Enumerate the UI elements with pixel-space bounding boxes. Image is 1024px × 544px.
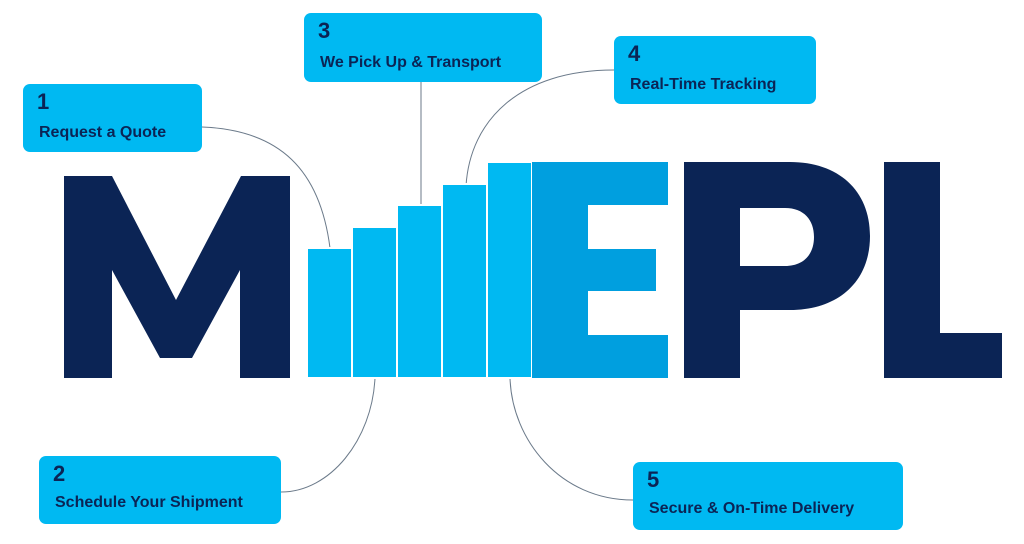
logo-bar-5 xyxy=(486,161,533,379)
step-3-box: 3 We Pick Up & Transport xyxy=(304,13,542,82)
step-number: 4 xyxy=(628,41,641,66)
logo-bar-2 xyxy=(351,226,398,379)
logo-letter-p xyxy=(684,162,870,378)
step-number: 5 xyxy=(647,467,660,492)
connector-lines xyxy=(201,69,634,501)
connector-step-5 xyxy=(509,377,634,501)
step-number: 2 xyxy=(53,461,66,486)
step-label: Request a Quote xyxy=(39,124,167,141)
logo-bar-3 xyxy=(396,204,443,379)
step-label: We Pick Up & Transport xyxy=(320,54,502,71)
step-2-box: 2 Schedule Your Shipment xyxy=(39,456,281,524)
connector-step-4 xyxy=(465,69,615,187)
logo-bar-1 xyxy=(306,247,353,379)
step-number: 3 xyxy=(318,18,331,43)
logo-letter-m xyxy=(64,176,290,378)
connector-step-2 xyxy=(280,377,376,493)
logo-letter-l xyxy=(884,162,1002,378)
step-number: 1 xyxy=(37,89,50,114)
step-label: Schedule Your Shipment xyxy=(55,494,243,511)
logo-bars xyxy=(306,161,533,379)
logo-bar-4 xyxy=(441,183,488,379)
step-label: Secure & On-Time Delivery xyxy=(649,500,855,517)
step-4-box: 4 Real-Time Tracking xyxy=(614,36,816,104)
step-label: Real-Time Tracking xyxy=(630,76,777,93)
step-1-box: 1 Request a Quote xyxy=(23,84,202,152)
logo-letter-e xyxy=(532,162,668,378)
step-5-box: 5 Secure & On-Time Delivery xyxy=(633,462,903,530)
connector-step-1 xyxy=(201,126,331,249)
